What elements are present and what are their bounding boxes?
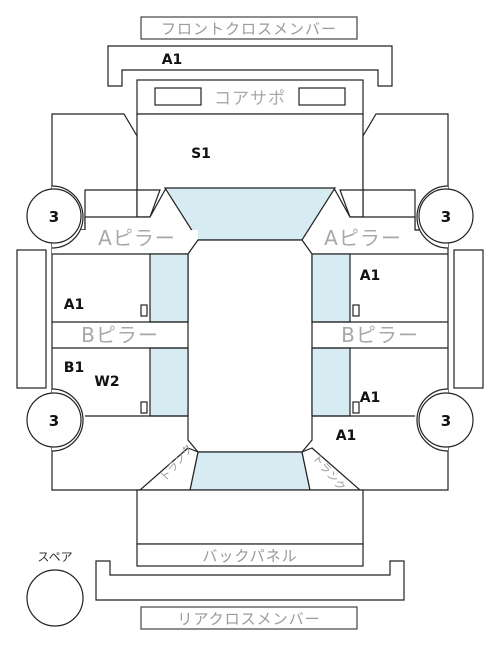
left-rear-door-handle	[140, 401, 148, 414]
rear-left-wheel	[26, 392, 82, 448]
b-pillar-left-label: Bピラー	[81, 323, 159, 347]
right-side-sill	[453, 249, 484, 389]
rear-window-glass	[189, 451, 311, 491]
front-cross-member-label: フロントクロスメンバー	[161, 20, 337, 38]
front-member-code: A1	[162, 52, 183, 68]
rear-left-wheel-code: 3	[49, 412, 59, 430]
front-right-wheel	[418, 188, 474, 244]
b-pillar-right-label: Bピラー	[341, 323, 419, 347]
a-pillar-right-label: Aピラー	[324, 226, 402, 250]
back-panel-box	[136, 543, 364, 567]
right-rear-quarter-code: A1	[336, 428, 357, 444]
left-front-door-code: A1	[64, 297, 85, 313]
right-rear-door-handle	[352, 401, 360, 414]
left-front-door-handle	[140, 304, 148, 317]
spare-tire	[26, 569, 84, 627]
front-left-wheel	[26, 188, 82, 244]
rear-cross-member-box	[140, 606, 358, 630]
roof-front-code: S1	[191, 146, 211, 162]
front-cross-member-box	[140, 16, 358, 40]
a-pillar-left-label: Aピラー	[98, 226, 176, 250]
front-right-wheel-code: 3	[441, 208, 451, 226]
right-rear-door-code: A1	[360, 390, 381, 406]
left-rear-window	[149, 347, 189, 417]
rear-right-wheel-code: 3	[441, 412, 451, 430]
core-support-right-box	[298, 87, 346, 106]
front-bumper-bracket	[107, 45, 393, 87]
rear-cross-member-label: リアクロスメンバー	[177, 610, 320, 628]
left-rear-door-code-b: B1	[64, 360, 84, 376]
spare-label: スペア	[37, 550, 72, 564]
rear-right-wheel	[418, 392, 474, 448]
rear-bumper-bracket	[95, 560, 405, 601]
right-rear-window	[311, 347, 351, 417]
trunk-lid	[136, 489, 364, 545]
left-front-window	[149, 253, 189, 323]
core-support-left-box	[154, 87, 202, 106]
left-rear-door-code-w: W2	[94, 374, 119, 390]
back-panel-label: バックパネル	[202, 547, 297, 565]
roof-panel	[187, 239, 313, 453]
right-front-door-handle	[352, 304, 360, 317]
front-left-wheel-code: 3	[49, 208, 59, 226]
core-support-label: コアサポ	[214, 89, 286, 109]
left-side-sill	[16, 249, 47, 389]
right-front-door-code: A1	[360, 268, 381, 284]
right-front-window	[311, 253, 351, 323]
